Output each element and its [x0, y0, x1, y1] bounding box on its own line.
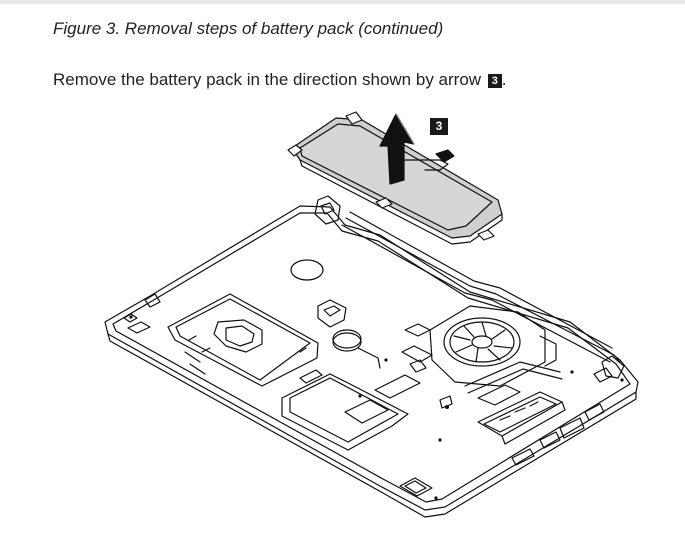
screw-holes	[129, 315, 624, 500]
hard-disk-drive	[167, 293, 319, 387]
up-arrow-icon	[379, 113, 415, 185]
front-speaker	[399, 477, 433, 497]
small-bracket	[317, 299, 347, 328]
io-ports	[511, 367, 613, 466]
laptop-base	[104, 205, 639, 518]
instruction-body: Remove the battery pack in the direction…	[53, 70, 482, 89]
instruction-suffix: .	[501, 70, 507, 89]
instruction-text: Remove the battery pack in the direction…	[53, 70, 507, 90]
cooling-fan	[429, 305, 557, 387]
hinge-rail	[314, 195, 625, 379]
round-pad	[290, 259, 324, 281]
memory-module	[477, 391, 566, 445]
top-rule	[0, 0, 685, 4]
left-speaker	[123, 313, 206, 375]
coin-cell-battery	[332, 329, 381, 369]
lower-board-bracket	[281, 369, 453, 451]
figure-caption: Figure 3. Removal steps of battery pack …	[53, 19, 444, 38]
step-ref-badge: 3	[487, 74, 502, 88]
figure-step-label: 3	[430, 118, 448, 135]
heat-pipe	[464, 361, 563, 406]
